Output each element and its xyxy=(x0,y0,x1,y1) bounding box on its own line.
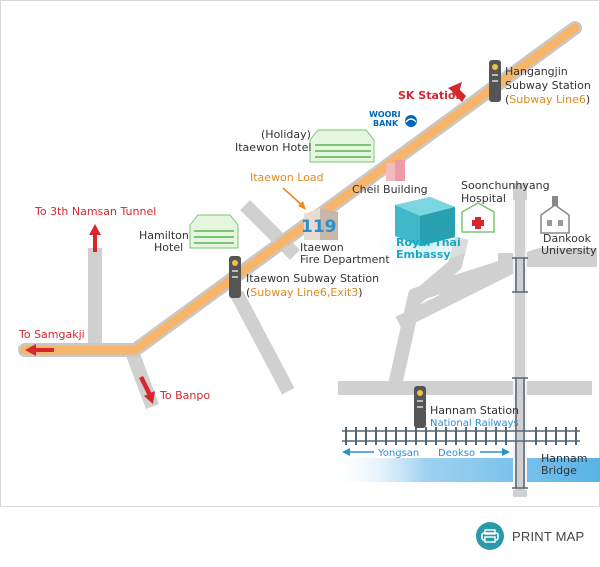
road-itaewon-south xyxy=(230,290,295,395)
arrow-up-icon xyxy=(89,224,101,252)
sk-arrow-icon xyxy=(448,82,466,102)
fire-department-building xyxy=(304,208,338,240)
arrow-left-icon xyxy=(25,344,54,356)
arrow-down-right-icon xyxy=(139,376,155,404)
map-svg: Hangangjin Subway Station (Subway Line6)… xyxy=(0,0,600,507)
map-frame: Hangangjin Subway Station (Subway Line6)… xyxy=(0,0,600,507)
label-itaewon-load: Itaewon Load xyxy=(250,171,324,184)
label-hangangjin-open: ( xyxy=(505,93,509,106)
label-dankook: Dankook xyxy=(543,232,592,245)
label-yongsan: Yongsan xyxy=(377,448,419,459)
royal-thai-embassy-building xyxy=(377,197,473,262)
bridge-rails xyxy=(512,257,528,489)
holiday-hotel-building xyxy=(309,129,375,163)
label-bridge: Bridge xyxy=(541,464,577,477)
label-soonchunhyang: Soonchunhyang xyxy=(461,179,550,192)
printer-icon xyxy=(476,522,504,550)
label-hamilton: Hamilton xyxy=(139,229,189,242)
label-sk-station: SK Station xyxy=(398,89,463,102)
itaewon-load-pointer xyxy=(282,187,304,207)
direction-arrows xyxy=(25,82,466,404)
label-hannam: Hannam xyxy=(541,452,587,465)
label-banpo: To Banpo xyxy=(159,389,210,402)
label-hamilton-hotel: Hotel xyxy=(154,241,183,254)
han-river xyxy=(330,458,600,482)
label-samgakji: To Samgakji xyxy=(18,328,85,341)
print-map-button[interactable]: PRINT MAP xyxy=(476,521,584,551)
label-deokso: Deokso xyxy=(438,448,475,459)
main-road-itaewon xyxy=(20,23,580,355)
label-embassy: Embassy xyxy=(396,248,451,261)
label-royal-thai: Royal Thai xyxy=(396,236,461,249)
cheil-building-icon xyxy=(386,160,405,181)
label-hospital: Hospital xyxy=(461,192,506,205)
label-hangangjin: Hangangjin xyxy=(505,65,568,78)
label-itaewon-hotel: Itaewon Hotel xyxy=(235,141,311,154)
label-itaewon-station: Itaewon Subway Station xyxy=(246,272,379,285)
hannam-station-icon xyxy=(414,386,426,428)
river-arrows xyxy=(342,448,510,456)
label-itaewon-close: ) xyxy=(358,286,362,299)
label-university: University xyxy=(541,244,597,257)
svg-text:(Subway Line6,Exit3): (Subway Line6,Exit3) xyxy=(246,286,363,299)
print-map-label: PRINT MAP xyxy=(512,528,585,544)
label-itaewon-line: Subway Line6,Exit3 xyxy=(250,286,358,299)
label-woori: WOORI xyxy=(369,110,401,119)
hangangjin-station-icon xyxy=(489,60,501,102)
label-cheil-building: Cheil Building xyxy=(352,183,428,196)
woori-bank-icon xyxy=(405,115,417,127)
label-bank: BANK xyxy=(373,119,399,128)
label-namsan-tunnel: To 3th Namsan Tunnel xyxy=(34,205,156,218)
label-national-railways: National Railways xyxy=(430,418,519,429)
hamilton-hotel-building xyxy=(189,214,239,249)
label-holiday: (Holiday) xyxy=(261,128,311,141)
hospital-icon xyxy=(461,202,495,233)
svg-text:(Subway Line6): (Subway Line6) xyxy=(505,93,590,106)
label-hangangjin-subway: Subway Station xyxy=(505,79,591,92)
road-cross xyxy=(395,255,525,330)
label-fire-itaewon: Itaewon xyxy=(300,241,344,254)
university-icon xyxy=(540,196,570,234)
label-hannam-station: Hannam Station xyxy=(430,404,519,417)
label-hangangjin-line: Subway Line6 xyxy=(509,93,586,106)
label-hangangjin-close: ) xyxy=(586,93,590,106)
label-itaewon-open: ( xyxy=(246,286,250,299)
label-fire-department: Fire Department xyxy=(300,253,390,266)
fire-119-icon: 119 xyxy=(301,217,337,237)
itaewon-station-icon xyxy=(229,256,241,298)
railway xyxy=(342,427,580,445)
